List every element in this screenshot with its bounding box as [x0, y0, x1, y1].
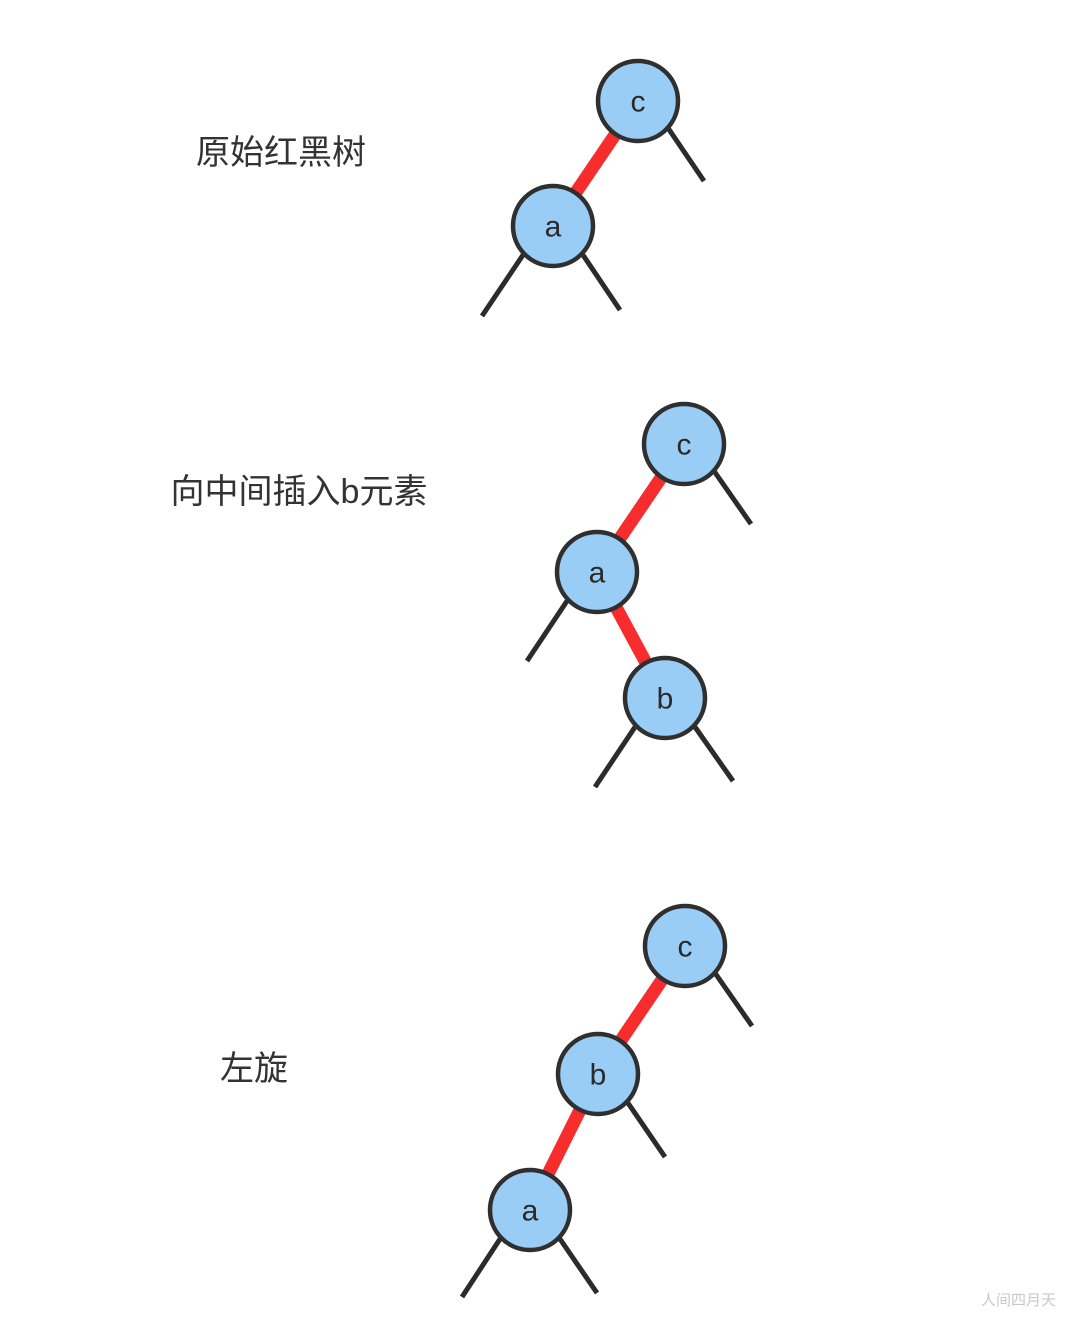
red-link	[608, 600, 654, 670]
node-circle	[555, 1031, 641, 1117]
node-label: b	[657, 683, 674, 716]
tree-stage: 向中间插入b元素 c a b	[171, 401, 754, 789]
node-label: a	[545, 211, 562, 244]
nil-child-stub	[592, 725, 638, 789]
tree-node: c	[642, 903, 728, 989]
tree-node: c	[595, 58, 681, 144]
node-label: a	[522, 1195, 539, 1228]
nil-child-stub	[692, 725, 736, 783]
node-circle	[487, 1167, 573, 1253]
nil-child-stub	[665, 126, 707, 183]
nil-child-stub	[557, 1237, 600, 1295]
nil-child-stub	[711, 469, 754, 526]
tree-node: c	[641, 401, 727, 487]
node-circle	[595, 58, 681, 144]
stage-label: 向中间插入b元素	[171, 473, 428, 511]
stages-layer: 原始红黑树 c a 向中间插入b元素 c a b 左旋 c b a	[171, 58, 755, 1299]
red-link	[612, 972, 671, 1048]
nil-child-stub	[524, 599, 570, 663]
tree-stage: 原始红黑树 c a	[196, 58, 707, 318]
stage-label: 原始红黑树	[196, 134, 366, 172]
tree-node: a	[510, 183, 596, 269]
node-circle	[554, 529, 640, 615]
nil-child-stub	[625, 1101, 668, 1159]
node-circle	[622, 655, 708, 741]
nil-child-stub	[479, 253, 526, 318]
nil-child-stub	[712, 971, 755, 1028]
red-link	[567, 127, 624, 200]
node-circle	[642, 903, 728, 989]
node-circle	[641, 401, 727, 487]
nil-child-stub	[459, 1237, 503, 1299]
tree-node: a	[487, 1167, 573, 1253]
watermark-label: 人间四月天	[981, 1292, 1056, 1309]
red-link	[611, 470, 670, 546]
node-label: c	[677, 429, 692, 462]
node-label: c	[678, 931, 693, 964]
tree-node: a	[554, 529, 640, 615]
tree-node: b	[555, 1031, 641, 1117]
node-label: c	[631, 86, 646, 119]
node-label: a	[589, 557, 606, 590]
node-label: b	[590, 1059, 607, 1092]
nil-child-stub	[580, 253, 623, 312]
stage-label: 左旋	[220, 1050, 288, 1088]
tree-node: b	[622, 655, 708, 741]
red-link	[540, 1103, 588, 1181]
node-circle	[510, 183, 596, 269]
tree-stage: 左旋 c b a	[220, 903, 755, 1299]
